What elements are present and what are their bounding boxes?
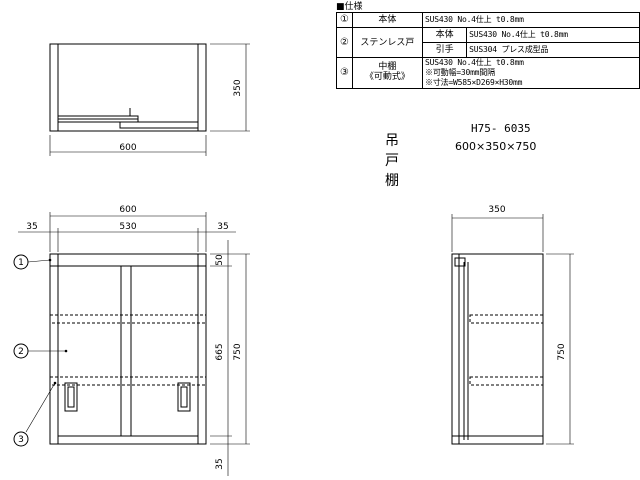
spec-row-3-value-line-3: ※寸法=W585×D269×H30mm bbox=[425, 78, 523, 87]
front-view-handle-right bbox=[177, 382, 191, 412]
spec-row-1-name: 本体 bbox=[351, 12, 424, 28]
front-view-handle-left bbox=[64, 382, 78, 412]
spec-row-2-sub-2-label: 引手 bbox=[422, 42, 468, 58]
top-view-width-label: 600 bbox=[119, 143, 136, 153]
front-view-handle-right-inner bbox=[180, 386, 188, 408]
top-view bbox=[49, 43, 250, 156]
spec-row-2a: ② ステンレス戸 本体 SUS430 No.4仕上 t0.8mm bbox=[336, 27, 640, 58]
front-view-outline bbox=[49, 253, 207, 445]
spec-row-3-name-line-2: 《可動式》 bbox=[364, 72, 410, 82]
spec-row-1-number: ① bbox=[336, 12, 353, 28]
front-top-label: 50 bbox=[215, 254, 225, 266]
front-left-margin-label: 35 bbox=[26, 222, 37, 232]
front-height-label: 750 bbox=[233, 343, 243, 360]
side-height-label: 750 bbox=[557, 343, 567, 360]
callout-3-label: 3 bbox=[18, 435, 24, 445]
product-size: 600×350×750 bbox=[455, 140, 537, 153]
side-view-top-channel bbox=[454, 257, 466, 267]
spec-row-3: ③ 中棚 《可動式》 SUS430 No.4仕上 t0.8mm ※可動幅=30m… bbox=[336, 57, 640, 89]
front-view bbox=[13, 212, 250, 476]
front-view-shelf-lower bbox=[49, 376, 207, 386]
callout-1-circle bbox=[13, 254, 29, 270]
callout-3-circle bbox=[13, 431, 29, 447]
product-name: 吊戸棚 bbox=[385, 133, 400, 189]
front-opening-label: 665 bbox=[215, 343, 225, 360]
side-depth-label: 350 bbox=[488, 205, 505, 215]
spec-row-1: ① 本体 SUS430 No.4仕上 t0.8mm bbox=[336, 12, 640, 28]
spec-row-3-number: ③ bbox=[336, 57, 353, 89]
side-view-shelf-lower bbox=[469, 376, 544, 386]
spec-row-1-value: SUS430 No.4仕上 t0.8mm bbox=[422, 12, 640, 28]
callout-1-label: 1 bbox=[18, 258, 24, 268]
spec-row-3-value: SUS430 No.4仕上 t0.8mm ※可動幅=30mm間隔 ※寸法=W58… bbox=[422, 57, 640, 89]
side-view bbox=[451, 214, 574, 445]
callout-2-label: 2 bbox=[18, 347, 24, 357]
front-view-shelf-upper bbox=[49, 314, 207, 324]
top-view-depth-label: 350 bbox=[233, 79, 243, 96]
front-right-margin-label: 35 bbox=[217, 222, 228, 232]
front-view-handle-left-inner bbox=[67, 386, 75, 408]
front-width-label: 600 bbox=[119, 205, 136, 215]
spec-row-3-name: 中棚 《可動式》 bbox=[351, 57, 424, 89]
spec-row-2-sub-1-value: SUS430 No.4仕上 t0.8mm bbox=[466, 27, 640, 43]
spec-row-2b: 引手 SUS304 プレス成型品 bbox=[337, 42, 640, 58]
spec-row-3-name-line-1: 中棚 bbox=[378, 62, 397, 72]
spec-heading: ■仕様 bbox=[336, 2, 363, 12]
spec-row-2-sub-1-label: 本体 bbox=[422, 27, 468, 43]
spec-grid: ① 本体 SUS430 No.4仕上 t0.8mm ② ステンレス戸 本体 SU… bbox=[336, 12, 640, 89]
spec-row-3-value-line-2: ※可動幅=30mm間隔 bbox=[425, 68, 495, 77]
callout-3-leader bbox=[25, 382, 56, 433]
spec-table: ■仕様 ① 本体 SUS430 No.4仕上 t0.8mm ② ステンレス戸 本… bbox=[336, 2, 640, 89]
spec-row-3-value-line-1: SUS430 No.4仕上 t0.8mm bbox=[425, 58, 524, 67]
front-view-door-overlap bbox=[120, 265, 132, 437]
front-bottom-label: 35 bbox=[215, 458, 225, 469]
top-view-outline bbox=[49, 43, 207, 132]
spec-row-2-number: ② bbox=[336, 27, 353, 58]
top-view-door-back bbox=[119, 121, 199, 129]
callout-2-circle bbox=[13, 343, 29, 359]
front-inner-width-label: 530 bbox=[119, 222, 136, 232]
spec-row-2-name: ステンレス戸 bbox=[351, 27, 424, 58]
side-view-shelf-upper bbox=[469, 314, 544, 324]
spec-row-2-sub-2-value: SUS304 プレス成型品 bbox=[466, 42, 640, 58]
product-model: H75- 6035 bbox=[471, 122, 531, 135]
side-view-outline bbox=[451, 253, 544, 445]
callout-1-leader bbox=[27, 259, 51, 263]
